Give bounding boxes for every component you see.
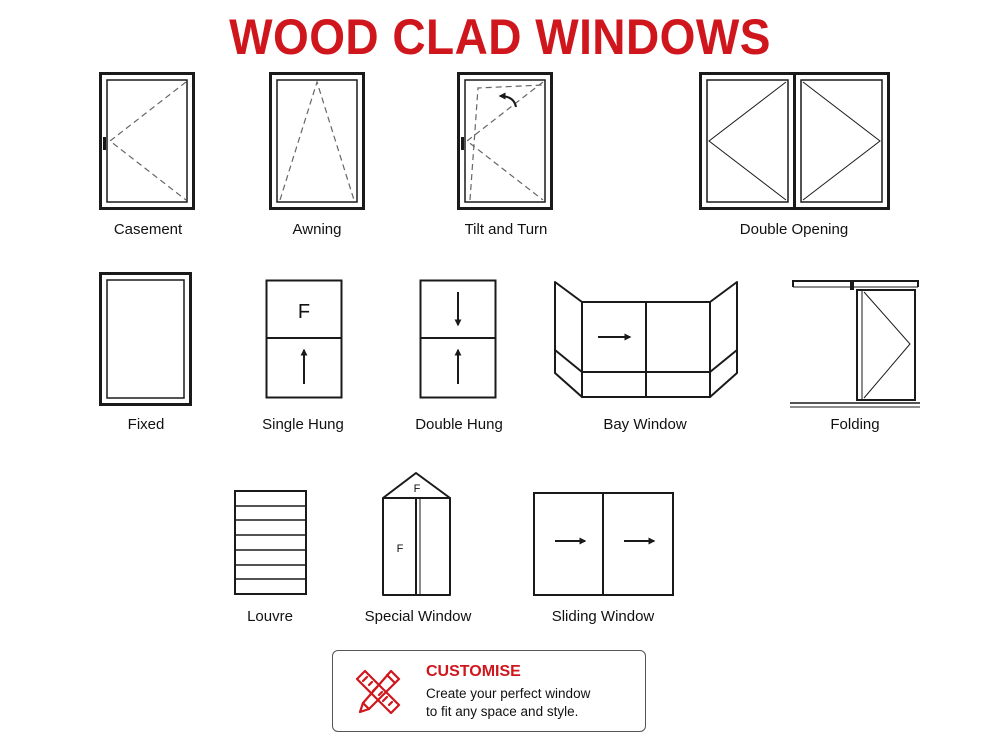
- ruler-pencil-icon: [355, 669, 401, 715]
- tilt-turn-window-icon: [457, 72, 553, 210]
- louvre-label: Louvre: [247, 608, 293, 625]
- cta-description-line-2: to fit any space and style.: [426, 704, 579, 719]
- special-window-label: Special Window: [365, 608, 472, 625]
- cta-description-line-1: Create your perfect window: [426, 686, 591, 701]
- folding-window-icon: [790, 280, 920, 408]
- casement-window-icon: [99, 72, 195, 210]
- cta-heading: CUSTOMISE: [426, 663, 521, 680]
- single-hung-window-icon: [265, 279, 343, 399]
- louvre-window-icon: [234, 490, 307, 595]
- double-hung-label: Double Hung: [415, 416, 503, 433]
- page-title: WOOD CLAD WINDOWS: [229, 9, 771, 65]
- sliding-window-icon: [533, 492, 674, 596]
- special-window-icon: [382, 472, 451, 596]
- folding-label: Folding: [830, 416, 879, 433]
- customise-card[interactable]: CUSTOMISE Create your perfect window to …: [332, 650, 646, 732]
- double-opening-window-icon: [699, 72, 890, 210]
- awning-label: Awning: [293, 221, 342, 238]
- single-hung-fixed-marker: F: [298, 301, 310, 323]
- bay-window-label: Bay Window: [603, 416, 687, 433]
- tilt-turn-label: Tilt and Turn: [465, 221, 548, 238]
- double-hung-window-icon: [419, 279, 497, 399]
- bay-window-icon: [554, 281, 738, 398]
- double-opening-label: Double Opening: [740, 221, 848, 238]
- single-hung-label: Single Hung: [262, 416, 344, 433]
- casement-label: Casement: [114, 221, 183, 238]
- special-window-side-marker: F: [397, 543, 404, 555]
- awning-window-icon: [269, 72, 365, 210]
- sliding-window-label: Sliding Window: [552, 608, 655, 625]
- fixed-label: Fixed: [128, 416, 165, 433]
- special-window-top-marker: F: [414, 483, 421, 495]
- fixed-window-icon: [99, 272, 192, 406]
